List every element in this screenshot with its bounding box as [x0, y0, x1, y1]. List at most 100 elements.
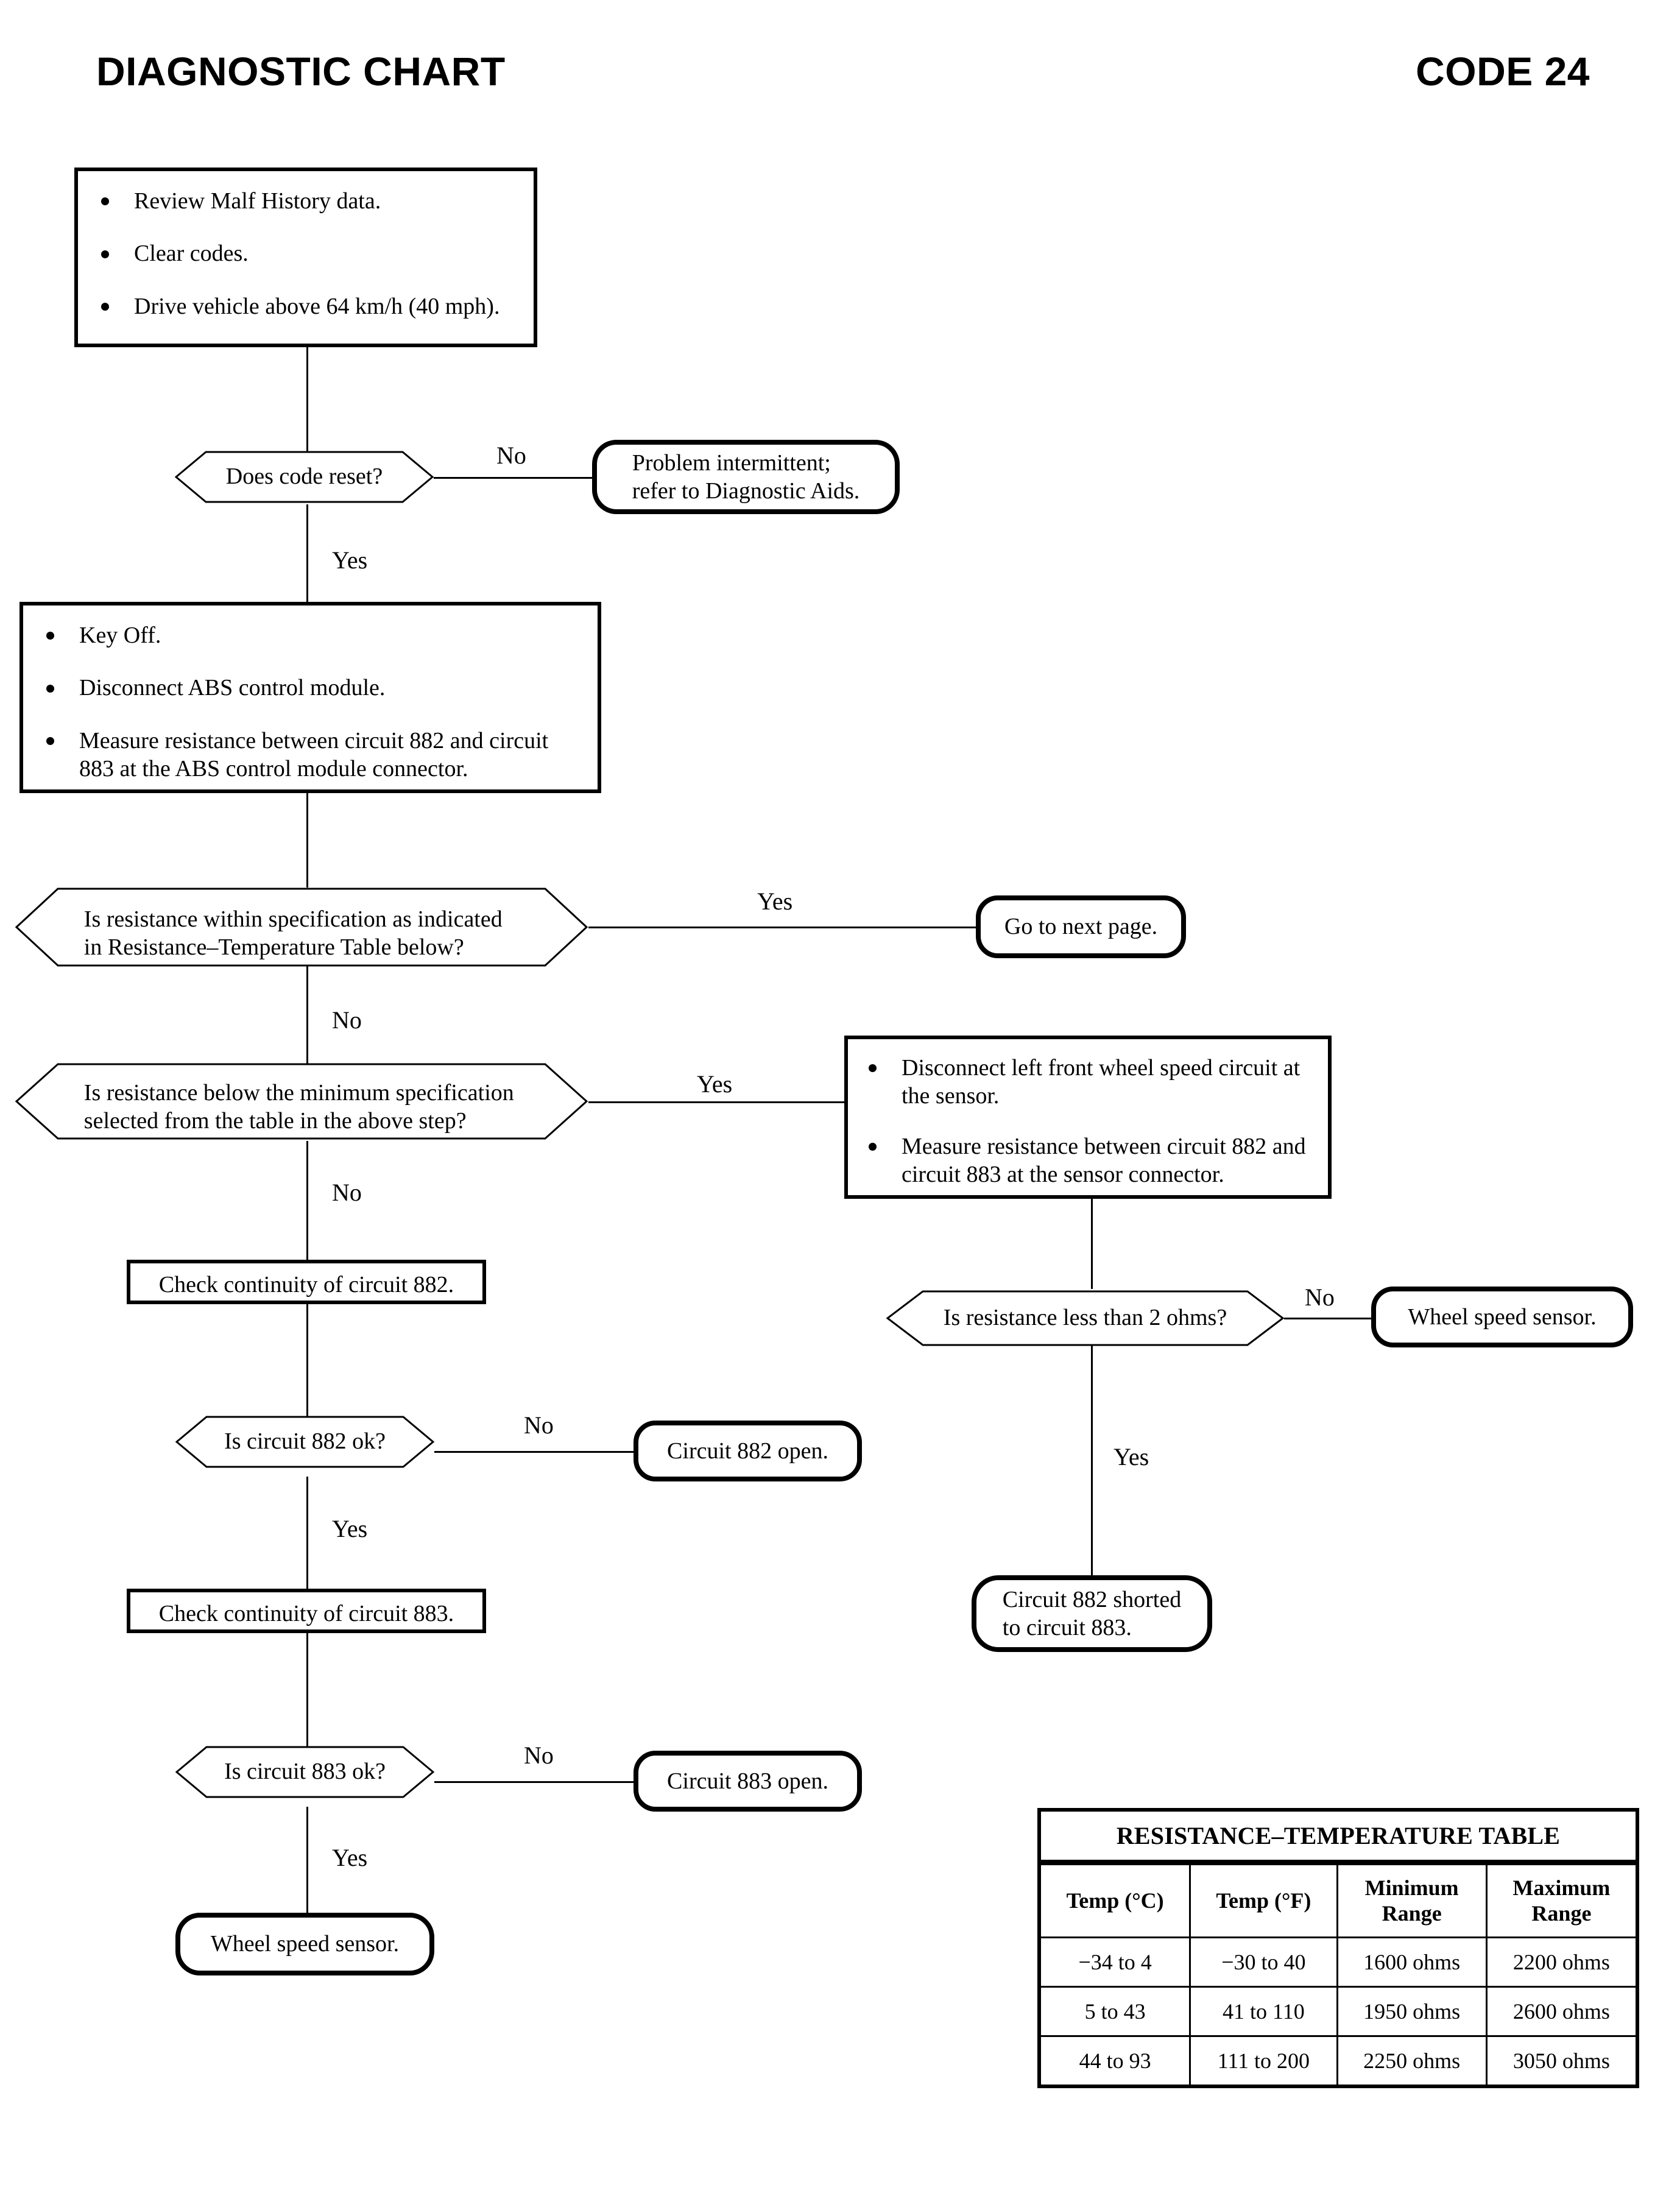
decision-line-2: in Resistance–Temperature Table below? — [83, 934, 464, 960]
list-item: Measure resistance between circuit 882 a… — [864, 1132, 1312, 1189]
table-cell: 111 to 200 — [1189, 2035, 1338, 2085]
hexagon-shape — [175, 1416, 434, 1468]
bullet-list: Key Off. Disconnect ABS control module. … — [41, 621, 579, 783]
process-key-off-disconnect: Key Off. Disconnect ABS control module. … — [19, 602, 601, 793]
table-cell: 2200 ohms — [1485, 1936, 1636, 1988]
branch-label-less-2-ohms-yes: Yes — [1114, 1443, 1149, 1470]
table-cell: −34 to 4 — [1041, 1936, 1191, 1988]
connector-decision883-to-terminal — [306, 1807, 308, 1916]
terminal-wheel-speed-sensor-right: Wheel speed sensor. — [1371, 1287, 1633, 1347]
decision-circuit-882-ok: Is circuit 882 ok? — [175, 1416, 434, 1468]
page-title: DIAGNOSTIC CHART — [96, 49, 506, 94]
terminal-line-1: Circuit 882 shorted — [1002, 1586, 1182, 1612]
decision-resistance-below-minimum: Is resistance below the minimum specific… — [15, 1063, 588, 1140]
connector-step1-to-decision1 — [306, 347, 308, 452]
process-check-continuity-882: Check continuity of circuit 882. — [127, 1260, 486, 1304]
terminal-wheel-speed-sensor-bottom: Wheel speed sensor. — [175, 1913, 434, 1975]
list-item: Measure resistance between circuit 882 a… — [41, 727, 579, 783]
terminal-line-1: Problem intermittent; — [632, 450, 831, 476]
table-cell: −30 to 40 — [1189, 1936, 1338, 1988]
bullet-icon — [869, 1143, 877, 1151]
decision-label: Is resistance below the minimum specific… — [84, 1063, 519, 1156]
hexagon-shape — [886, 1290, 1284, 1346]
list-item: Review Malf History data. — [96, 187, 515, 215]
bullet-icon — [46, 684, 54, 693]
terminal-go-to-next-page: Go to next page. — [976, 895, 1186, 958]
decision-line-1: Is resistance within specification as in… — [83, 906, 503, 932]
connector-decision3-yes — [588, 1101, 844, 1103]
decision-does-code-reset: Does code reset? — [175, 451, 434, 503]
bullet-icon — [46, 737, 54, 746]
branch-label-c882-yes: Yes — [332, 1515, 368, 1542]
bullet-icon — [101, 303, 109, 311]
terminal-line-2: refer to Diagnostic Aids. — [632, 478, 860, 504]
process-label: Check continuity of circuit 883. — [158, 1601, 454, 1626]
decision-line-2: selected from the table in the above ste… — [83, 1107, 467, 1134]
table-cell: 44 to 93 — [1041, 2035, 1191, 2085]
connector-step2-to-decision2 — [306, 793, 308, 888]
decision-resistance-within-spec: Is resistance within specification as in… — [15, 888, 588, 967]
decision-label: Is resistance within specification as in… — [84, 888, 519, 985]
bullet-icon — [46, 632, 54, 640]
bullet-list: Disconnect left front wheel speed circui… — [864, 1054, 1312, 1188]
terminal-circuit-882-open: Circuit 882 open. — [634, 1421, 862, 1481]
list-item: Drive vehicle above 64 km/h (40 mph). — [96, 292, 515, 320]
bullet-icon — [869, 1064, 877, 1073]
terminal-label: Go to next page. — [1004, 914, 1158, 940]
connector-decision2ohms-to-shorted — [1091, 1345, 1093, 1576]
table-cell: 41 to 110 — [1189, 1985, 1338, 2037]
connector-decision2ohms-no — [1284, 1318, 1372, 1319]
decision-line-1: Is resistance below the minimum specific… — [83, 1080, 514, 1106]
table-cell: 3050 ohms — [1485, 2035, 1636, 2085]
hexagon-shape — [15, 888, 588, 967]
bullet-icon — [101, 250, 109, 258]
process-disconnect-wheel-speed-circuit: Disconnect left front wheel speed circui… — [844, 1036, 1332, 1199]
connector-decision883-no — [434, 1781, 635, 1783]
resistance-temperature-table: RESISTANCE–TEMPERATURE TABLE Temp (°C) T… — [1037, 1808, 1639, 2088]
terminal-circuit-883-open: Circuit 883 open. — [634, 1751, 862, 1812]
connector-decision1-no — [434, 477, 592, 479]
decision-circuit-883-ok: Is circuit 883 ok? — [175, 1746, 434, 1798]
table-row: 5 to 43 41 to 110 1950 ohms 2600 ohms — [1041, 1985, 1636, 2037]
connector-sensorbox-to-decision2ohms — [1091, 1199, 1093, 1289]
branch-label-c882-no: No — [524, 1411, 554, 1439]
connector-check882-to-decision882 — [306, 1304, 308, 1416]
decision-resistance-less-than-2-ohms: Is resistance less than 2 ohms? — [886, 1290, 1284, 1346]
hexagon-shape — [15, 1063, 588, 1140]
terminal-label: Circuit 882 open. — [667, 1438, 828, 1464]
connector-check883-to-decision883 — [306, 1633, 308, 1746]
hexagon-shape — [175, 1746, 434, 1798]
table-cell: 2250 ohms — [1336, 2035, 1488, 2085]
branch-label-c883-no: No — [524, 1742, 554, 1769]
hexagon-shape — [175, 451, 434, 503]
connector-decision882-to-check883 — [306, 1477, 308, 1589]
table-cell: 1600 ohms — [1336, 1936, 1488, 1988]
connector-decision882-no — [434, 1451, 635, 1453]
table-cell: 2600 ohms — [1485, 1985, 1636, 2037]
terminal-label: Wheel speed sensor. — [210, 1931, 400, 1957]
code-label: CODE 24 — [1416, 49, 1590, 94]
table-cell: 1950 ohms — [1336, 1985, 1488, 2037]
decision-label: Is circuit 883 ok? — [224, 1759, 386, 1785]
list-item: Key Off. — [41, 621, 579, 649]
table-col-temp-f: Temp (°F) — [1189, 1863, 1338, 1938]
list-item: Clear codes. — [96, 239, 515, 267]
branch-label-code-reset-no: No — [496, 442, 526, 469]
branch-label-within-spec-yes: Yes — [757, 888, 793, 915]
branch-label-code-reset-yes: Yes — [332, 546, 368, 574]
terminal-problem-intermittent: Problem intermittent; refer to Diagnosti… — [592, 440, 900, 514]
branch-label-c883-yes: Yes — [332, 1844, 368, 1871]
process-check-continuity-883: Check continuity of circuit 883. — [127, 1589, 486, 1633]
terminal-label: Wheel speed sensor. — [1408, 1304, 1597, 1330]
terminal-line-2: to circuit 883. — [1002, 1615, 1132, 1640]
branch-label-below-min-yes: Yes — [697, 1070, 733, 1098]
connector-decision1-to-step2 — [306, 504, 308, 602]
process-initial-steps: Review Malf History data. Clear codes. D… — [74, 168, 537, 347]
list-item: Disconnect ABS control module. — [41, 674, 579, 702]
connector-decision2-to-decision3 — [306, 966, 308, 1089]
table-cell: 5 to 43 — [1041, 1985, 1191, 2037]
terminal-circuit-882-shorted: Circuit 882 shorted to circuit 883. — [972, 1575, 1212, 1652]
